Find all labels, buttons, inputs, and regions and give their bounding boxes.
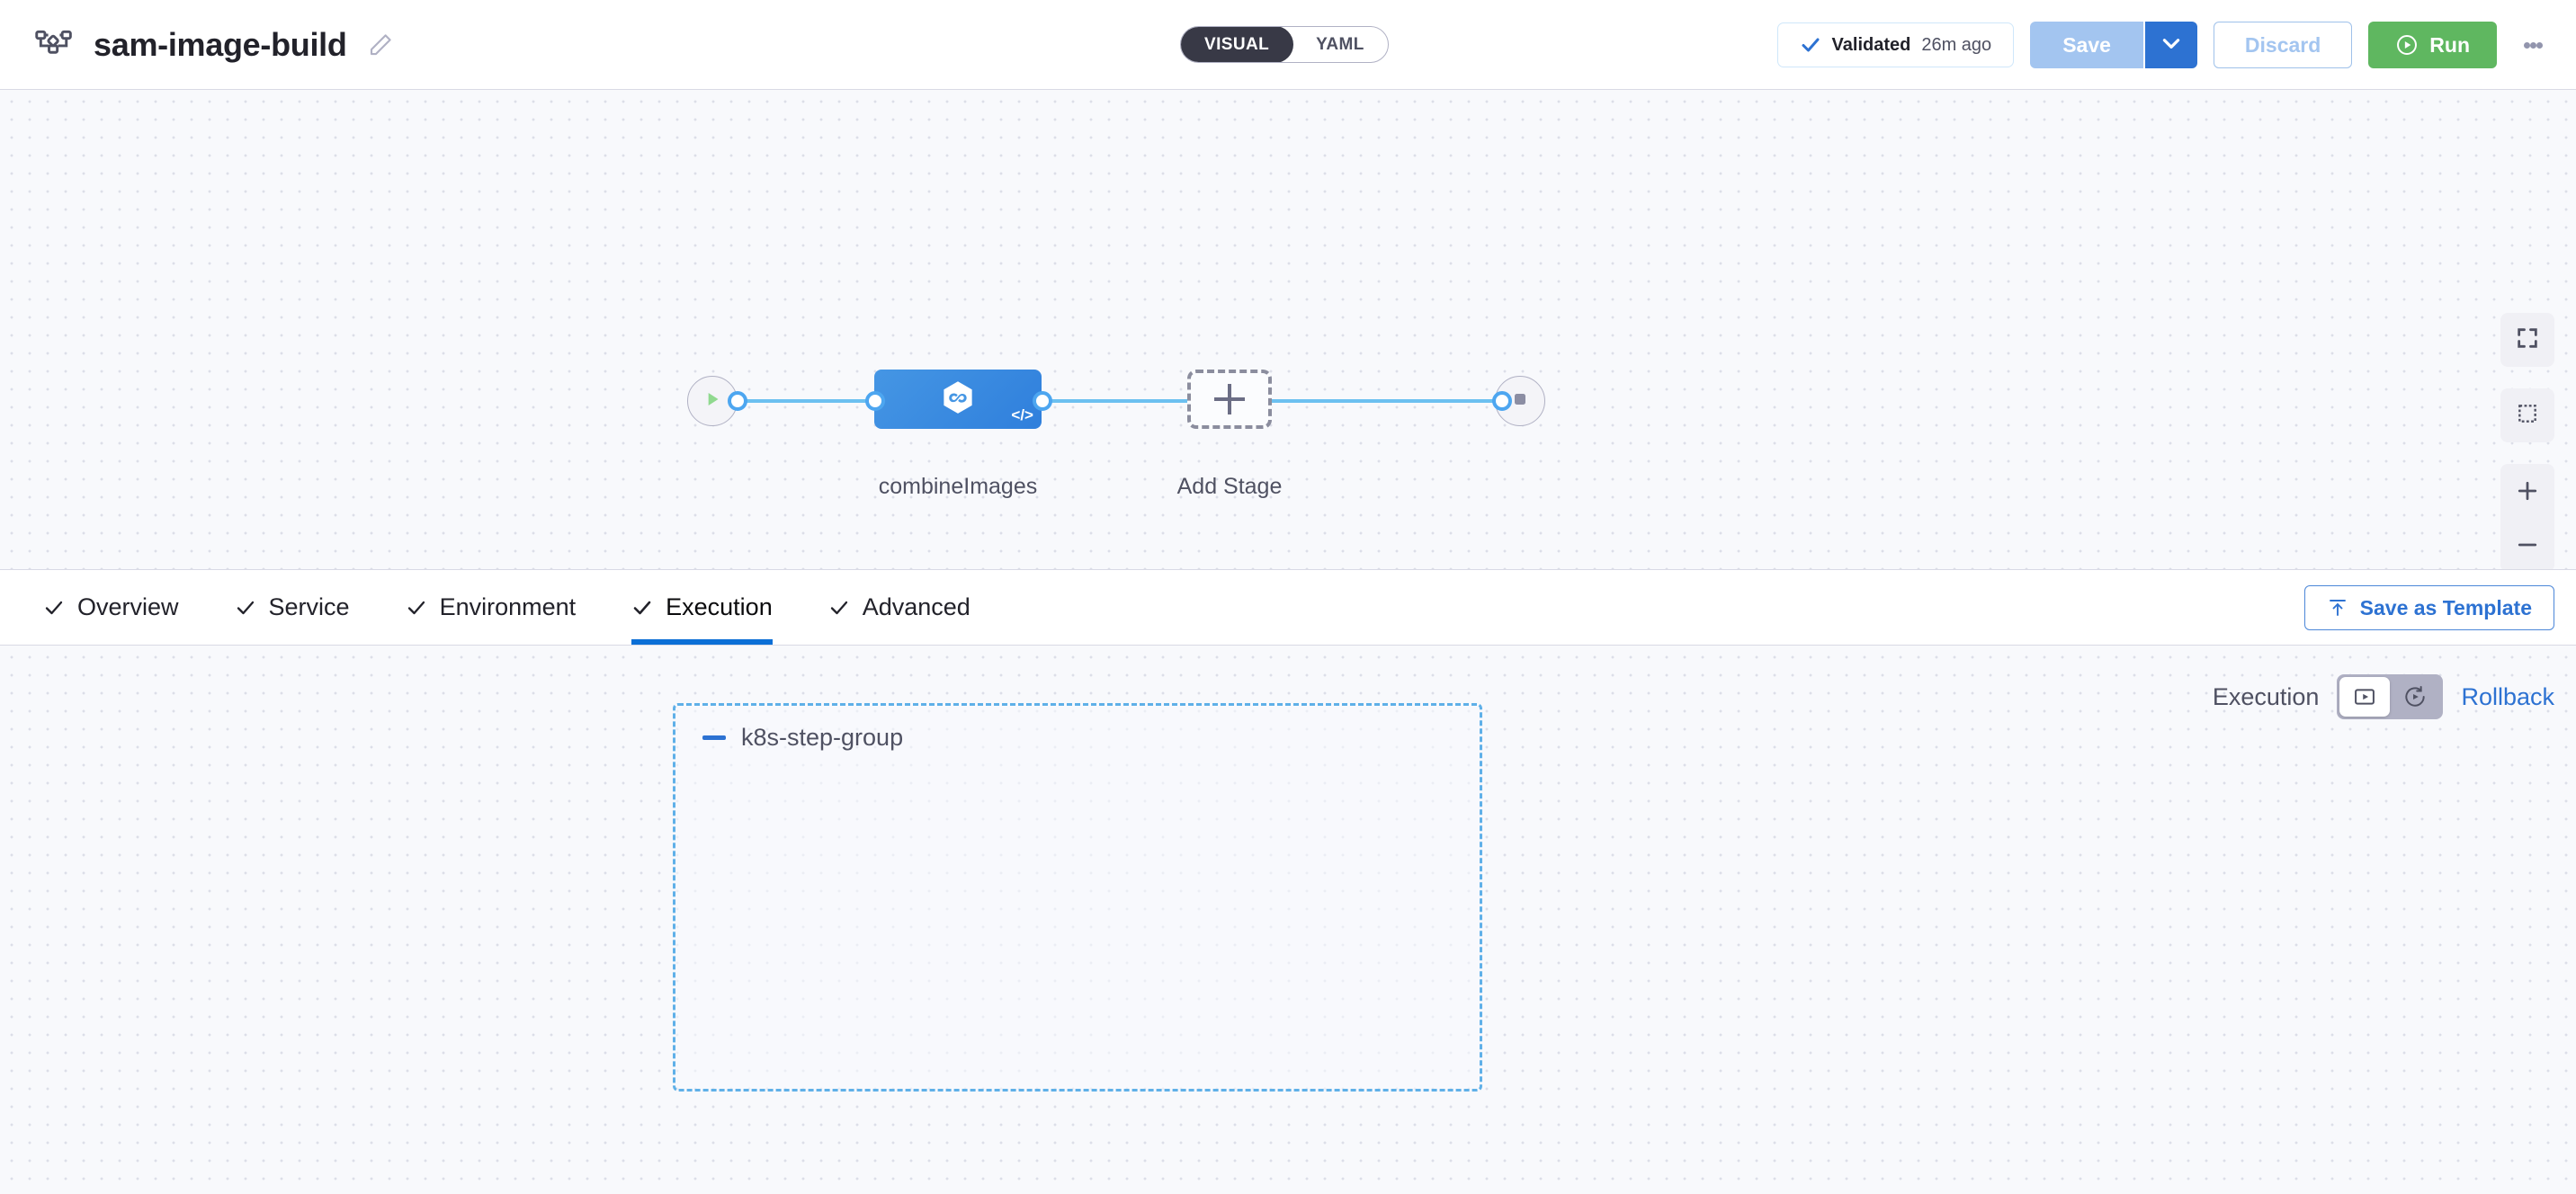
check-icon [235,597,256,619]
tab-label: Service [268,593,350,620]
template-upload-icon [2327,597,2348,619]
execution-toggle-label: Execution [2212,682,2320,710]
tab-label: Execution [666,593,773,620]
stage-canvas-controls [2500,313,2554,569]
rollback-icon [2402,684,2428,709]
check-icon [43,597,65,619]
play-circle-icon [2395,33,2419,57]
toggle-option-visual[interactable]: VISUAL [1180,27,1294,62]
toggle-option-yaml[interactable]: YAML [1316,34,1364,54]
zoom-out-button[interactable] [2500,518,2554,569]
step-group-header: k8s-step-group [702,724,903,752]
header-actions: Validated 26m ago Save Discard [1776,0,2553,90]
pipeline-icon [34,25,74,65]
validated-label: Validated [1831,34,1911,55]
execution-mode-switch[interactable] [2337,674,2444,719]
save-as-template-button[interactable]: Save as Template [2303,585,2554,630]
stage-end-port[interactable] [1492,391,1512,411]
discard-button[interactable]: Discard [2213,22,2353,68]
zoom-controls-group [2500,464,2554,569]
collapse-minus-icon[interactable] [702,735,726,740]
stage-node-combineimages[interactable]: </> [874,370,1042,429]
save-button[interactable]: Save [2030,22,2145,68]
stage-node-label: combineImages [878,474,1038,499]
header-left: sam-image-build [0,25,394,65]
app-header: sam-image-build VISUAL YAML Validated 26… [0,0,2576,90]
save-split-button[interactable]: Save [2030,22,2197,68]
stage-node-output-port[interactable] [1033,391,1052,411]
tab-label: Overview [77,593,179,620]
play-box-icon [2352,684,2377,709]
tab-list: Overview Service Environment Execution [0,570,970,645]
tab-overview[interactable]: Overview [43,570,179,645]
status-badge-validated[interactable]: Validated 26m ago [1776,22,2015,67]
plus-icon [1214,384,1245,414]
expand-icon [2515,325,2540,355]
rollback-toggle-label[interactable]: Rollback [2461,682,2554,710]
stage-link-to-add [1042,399,1187,403]
edit-name-icon[interactable] [367,31,394,58]
zoom-in-button[interactable] [2500,464,2554,518]
kebab-menu-icon[interactable] [2513,22,2553,68]
page-title: sam-image-build [94,25,347,63]
execution-mode-option[interactable] [2339,677,2391,717]
execution-rollback-toggle: Execution [2213,674,2554,719]
check-icon [406,597,427,619]
visual-yaml-toggle[interactable]: VISUAL YAML [1180,26,1389,63]
step-group-name: k8s-step-group [741,724,904,751]
chevron-down-icon [2160,31,2183,59]
check-icon [1800,34,1821,56]
fit-to-screen-button[interactable] [2500,313,2554,367]
tab-label: Environment [439,593,577,620]
execution-canvas[interactable]: Execution [0,646,2576,1194]
stage-node-input-port[interactable] [865,391,885,411]
save-as-template-label: Save as Template [2359,595,2532,619]
check-icon [828,597,850,619]
stage-config-tabbar: Overview Service Environment Execution [0,570,2576,646]
save-dropdown-button[interactable] [2144,22,2197,68]
marquee-icon [2516,402,2539,430]
stage-canvas[interactable]: </> combineImages Add Stage [0,90,2576,570]
stage-start-port[interactable] [728,391,747,411]
zoom-to-selection-button[interactable] [2500,388,2554,442]
validated-timestamp: 26m ago [1921,34,1992,55]
stage-link-to-end [1272,399,1502,403]
step-group-k8s[interactable]: k8s-step-group [673,703,1482,1092]
check-icon [631,597,653,619]
stage-link-start [738,399,874,403]
stop-icon [1509,388,1531,414]
tab-service[interactable]: Service [235,570,350,645]
add-stage-label: Add Stage [1176,474,1283,499]
tab-label: Advanced [862,593,970,620]
stage-code-badge[interactable]: </> [1011,406,1033,423]
tab-advanced[interactable]: Advanced [828,570,970,645]
run-label: Run [2429,32,2470,57]
tab-environment[interactable]: Environment [406,570,577,645]
harness-hexagon-icon [937,379,979,420]
tab-execution[interactable]: Execution [631,570,773,645]
add-stage-button[interactable] [1187,370,1272,429]
play-icon [701,388,724,415]
rollback-mode-option[interactable] [2390,677,2440,717]
run-button[interactable]: Run [2368,22,2497,68]
